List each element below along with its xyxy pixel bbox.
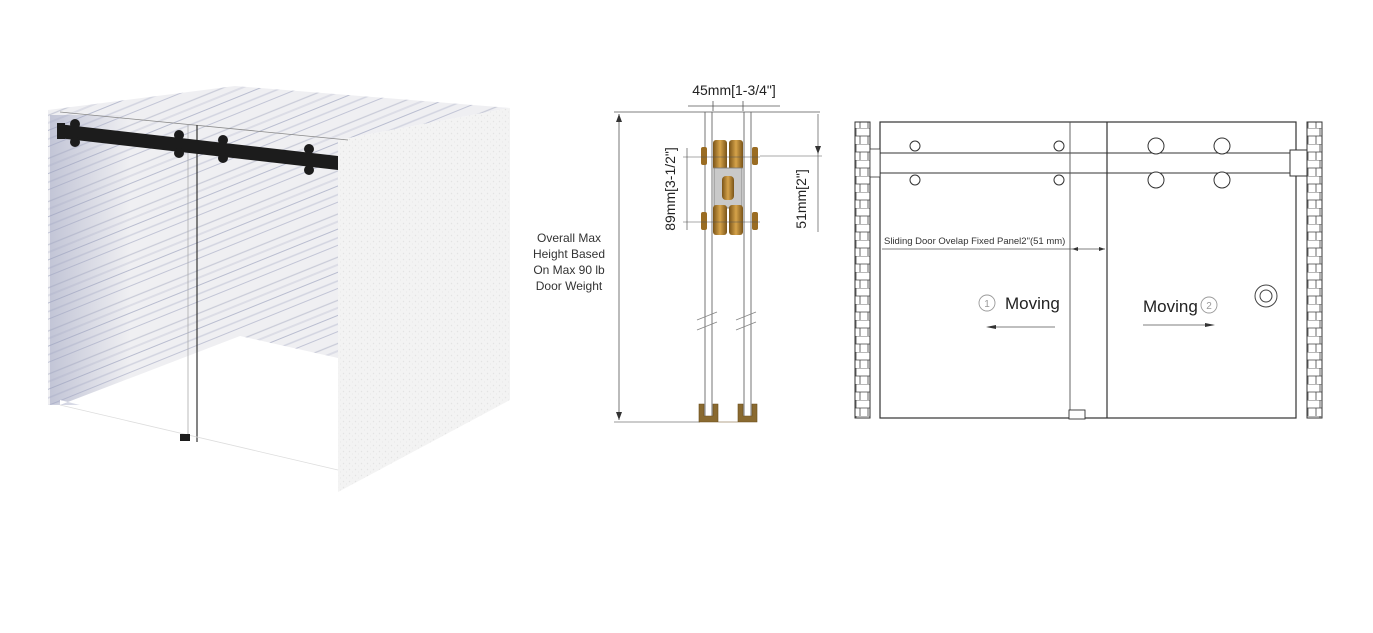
width-dimension-label: 45mm[1-3/4"]	[692, 82, 776, 98]
glass-pane	[704, 112, 752, 420]
top-offset-label: 51mm[2"]	[793, 169, 809, 228]
front-elevation-diagram: Sliding Door Ovelap Fixed Panel2"(51 mm)…	[854, 121, 1323, 420]
sliding-rail[interactable]	[58, 124, 338, 170]
shower-floor	[60, 336, 338, 470]
panel-number-2: 2	[1206, 301, 1212, 312]
height-note-line: Overall Max	[536, 231, 601, 245]
panel-number-1: 1	[984, 299, 990, 310]
floor-guide-block	[1068, 409, 1086, 420]
right-wall	[338, 108, 510, 492]
glass-top-edge	[59, 111, 349, 141]
rail-end-cap	[57, 123, 65, 139]
break-mark-icon	[696, 311, 757, 331]
left-panel-moving-label: Moving	[1005, 294, 1060, 313]
left-brick-wall	[854, 121, 871, 419]
roller-icon	[70, 119, 314, 175]
left-wall-shade	[50, 115, 130, 405]
right-brick-wall	[1306, 121, 1323, 419]
right-panel-moving-label: Moving	[1143, 297, 1198, 316]
height-note-line: On Max 90 lb	[533, 263, 605, 277]
roller-assembly	[701, 140, 758, 235]
panel-number-1-badge	[978, 294, 996, 312]
roller-hole-icon	[909, 137, 1231, 189]
door-handle-icon[interactable]	[1254, 284, 1278, 308]
roller-spacing-label: 89mm[3-1/2"]	[662, 147, 678, 231]
rail-wall-mount	[869, 148, 881, 178]
panel-number-2-badge	[1200, 296, 1218, 314]
height-note-line: Door Weight	[535, 279, 603, 293]
glass-bottom-edge	[59, 404, 339, 471]
side-section-detail: 45mm[1-3/4"] 89mm[3-1/2"] 51mm[2"]	[614, 82, 822, 423]
overall-height-note: Overall Max Height Based On Max 90 lb Do…	[526, 230, 612, 294]
shower-enclosure-render	[48, 86, 510, 492]
height-note-line: Height Based	[532, 247, 606, 261]
enclosure-frame	[879, 121, 1297, 419]
floor-guide	[180, 434, 190, 441]
rail-end-bracket	[1289, 149, 1308, 177]
overlap-dimension-label: Sliding Door Ovelap Fixed Panel2"(51 mm)	[884, 236, 1065, 247]
bottom-guide	[698, 403, 758, 423]
back-wall	[48, 86, 510, 140]
